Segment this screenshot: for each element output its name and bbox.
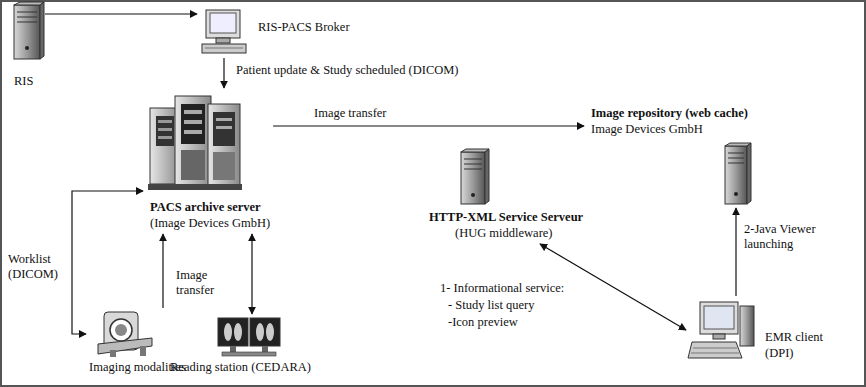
node-label: (Image Devices GmbH) [150,215,270,231]
connector-arrow [251,234,252,314]
workstation-icon [218,318,280,356]
node-label: PACS archive server [150,199,270,215]
connector-arrow [735,208,736,296]
icon-space [689,299,755,361]
label-group: Image repository (web cache)Image Device… [587,105,748,137]
node-label: (HUG middleware) [455,225,583,241]
icon-space [459,149,489,205]
node-label: Reading station (CEDARA) [170,359,311,375]
icon-space [216,317,280,357]
icon-node: PACS archive server(Image Devices GmbH) [143,88,273,234]
label-group: Reading station (CEDARA) [170,359,311,375]
icon-space [146,91,244,193]
node-label: RIS [14,73,33,89]
connector-arrow [273,125,584,126]
node-label: HTTP-XML Service Serveur [429,209,583,225]
server-icon [14,2,44,59]
icon-node: RIS [7,2,45,92]
edge-label: Patient update & Study scheduled (DICOM) [234,63,538,78]
icon-node: Reading station (CEDARA) [167,314,314,378]
icon-space [723,143,751,205]
connector-arrow [45,13,197,14]
computer-icon [202,10,246,53]
node-label: (DPI) [765,345,823,361]
edge-label: 2-Java Viewer launching [742,222,832,252]
label-group: EMR client(DPI) [765,329,823,361]
icon-node: EMR client(DPI) [686,296,826,364]
icon-space [97,311,153,357]
note-label: -Icon preview [446,315,520,330]
connector-arrow [223,58,224,88]
node-label: Image Devices GmbH [591,121,748,137]
icon-space [12,5,42,61]
server-icon [461,149,489,204]
icon-space [200,9,248,55]
icon-node: HTTP-XML Service Serveur(HUG middleware) [426,146,586,244]
label-group: RIS [10,73,33,89]
edge-label: Worklist (DICOM) [6,252,70,282]
server-icon [725,143,751,204]
connector-arrow [162,234,163,308]
label-group: PACS archive server(Image Devices GmbH) [146,199,270,231]
label-group: HTTP-XML Service Serveur(HUG middleware) [429,209,583,241]
computer-icon [688,302,754,358]
archive-server-icon [148,96,242,190]
scanner-icon [98,312,152,357]
edge-label: Image transfer [174,268,230,298]
node-label: EMR client [765,329,823,345]
node-label: Image repository (web cache) [591,105,748,121]
note-label: - Study list query [446,298,536,313]
edge-label: Image transfer [312,106,436,121]
node-label: RIS-PACS Broker [258,19,350,35]
icon-node: Image repository (web cache)Image Device… [584,102,754,208]
label-group: RIS-PACS Broker [258,19,350,35]
icon-node: RIS-PACS Broker [197,6,353,58]
note-label: 1- Informational service: [438,281,566,296]
connector-arrow [72,191,143,334]
